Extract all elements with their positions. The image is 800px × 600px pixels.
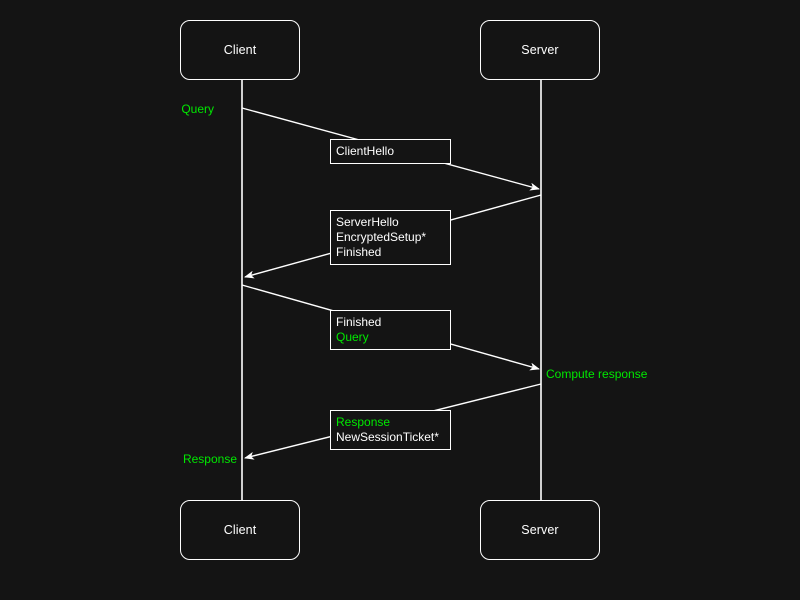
note-query: Query [134,103,214,115]
message-line: EncryptedSetup* [336,230,427,244]
actor-label-server-bottom: Server [521,522,559,537]
actor-box-client-top[interactable]: Client [180,20,300,80]
actor-box-client-bottom[interactable]: Client [180,500,300,560]
note-response: Response [137,453,237,465]
message-label-server-hello[interactable]: ServerHello EncryptedSetup* Finished [330,210,451,265]
actor-label-client-bottom: Client [223,522,257,537]
note-compute-response-label: Compute response [546,367,648,381]
note-query-label: Query [181,102,214,116]
note-compute-response: Compute response [546,368,647,380]
message-line-accent: Response [336,415,391,429]
message-label-response-ticket[interactable]: Response NewSessionTicket* [330,410,451,450]
message-label-client-hello[interactable]: ClientHello [330,139,451,164]
actor-label-server-top: Server [521,42,559,57]
message-line-accent: Query [336,330,369,344]
actor-label-client-top: Client [223,42,257,57]
message-line: NewSessionTicket* [336,430,439,444]
note-response-label: Response [182,452,237,466]
message-line: ClientHello [336,144,395,158]
actor-box-server-top[interactable]: Server [480,20,600,80]
message-line: Finished [336,315,382,329]
message-label-finished-query[interactable]: Finished Query [330,310,451,350]
message-line: Finished [336,245,382,259]
actor-box-server-bottom[interactable]: Server [480,500,600,560]
message-line: ServerHello [336,215,399,229]
